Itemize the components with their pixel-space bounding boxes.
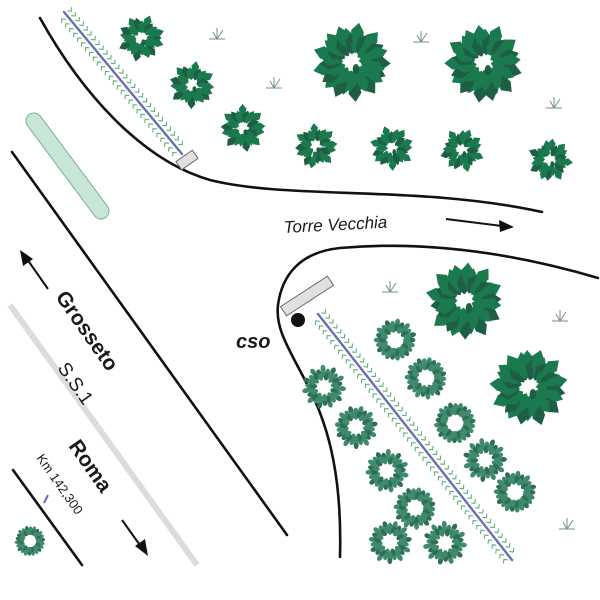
side-road-direction-arrow-icon [445, 218, 514, 232]
ditch-channel [316, 312, 514, 562]
side-road-south-edge [276, 244, 600, 559]
large-tree-icon [444, 24, 522, 103]
outfall-structure-cso [279, 275, 335, 317]
hedge-row-icon [321, 309, 515, 553]
grass-tuft-icon [209, 28, 225, 40]
large-tree-icon [313, 22, 391, 102]
large-tree-icon [529, 138, 573, 181]
large-tree-icon [370, 126, 413, 171]
shrub-icon [365, 448, 409, 493]
grass-tufts [209, 28, 575, 530]
large-tree-icon [220, 103, 266, 152]
outfall-structure-north [175, 149, 199, 171]
kilometer-marker-icon [43, 494, 49, 504]
highway-west-edge [11, 468, 84, 567]
shrub-icon [334, 406, 378, 450]
large-tree-icon [119, 15, 164, 62]
retention-pond [25, 112, 110, 220]
highway-median [7, 303, 200, 567]
roads [7, 16, 600, 567]
ditch-channel [62, 10, 184, 156]
shrub-icon [404, 357, 447, 400]
hedge-row-icon [61, 18, 177, 157]
shrub-icon [493, 470, 537, 513]
large-tree-icon [440, 129, 484, 172]
cso-point-icon [291, 313, 305, 327]
large-tree-icon [295, 123, 338, 169]
grass-tuft-icon [413, 31, 429, 43]
roma-direction-arrow-icon [121, 519, 148, 556]
large-tree-icon [170, 61, 215, 110]
hedge-row-icon [67, 7, 183, 146]
ditch-north [61, 7, 184, 157]
shrub-icon [434, 402, 476, 444]
grosseto-label: Grosseto [51, 287, 123, 376]
grass-tuft-icon [266, 77, 282, 89]
shrub-icon [373, 318, 417, 361]
large-tree-icon [489, 349, 568, 425]
shrub-icon [423, 520, 467, 565]
trees [14, 15, 573, 565]
grass-tuft-icon [546, 97, 562, 109]
grass-tuft-icon [382, 281, 398, 293]
ditches [61, 7, 515, 564]
large-tree-icon [426, 262, 502, 340]
ditch-south [314, 309, 515, 564]
shrub-icon [368, 521, 412, 565]
grass-tuft-icon [552, 310, 568, 322]
shrub-icon [302, 364, 346, 409]
hedge-row-icon [314, 320, 508, 564]
shrub-icon [393, 487, 436, 530]
highway-east-edge [10, 150, 289, 537]
side-road-north-edge [38, 16, 544, 214]
grass-tuft-icon [559, 518, 575, 530]
side-road-label: Torre Vecchia [283, 213, 387, 237]
cso-label: cso [236, 331, 270, 353]
shrub-icon [14, 525, 46, 556]
grosseto-direction-arrow-icon [20, 250, 49, 290]
highway-label: S.S.1 [53, 359, 97, 409]
shrub-icon [463, 438, 507, 482]
